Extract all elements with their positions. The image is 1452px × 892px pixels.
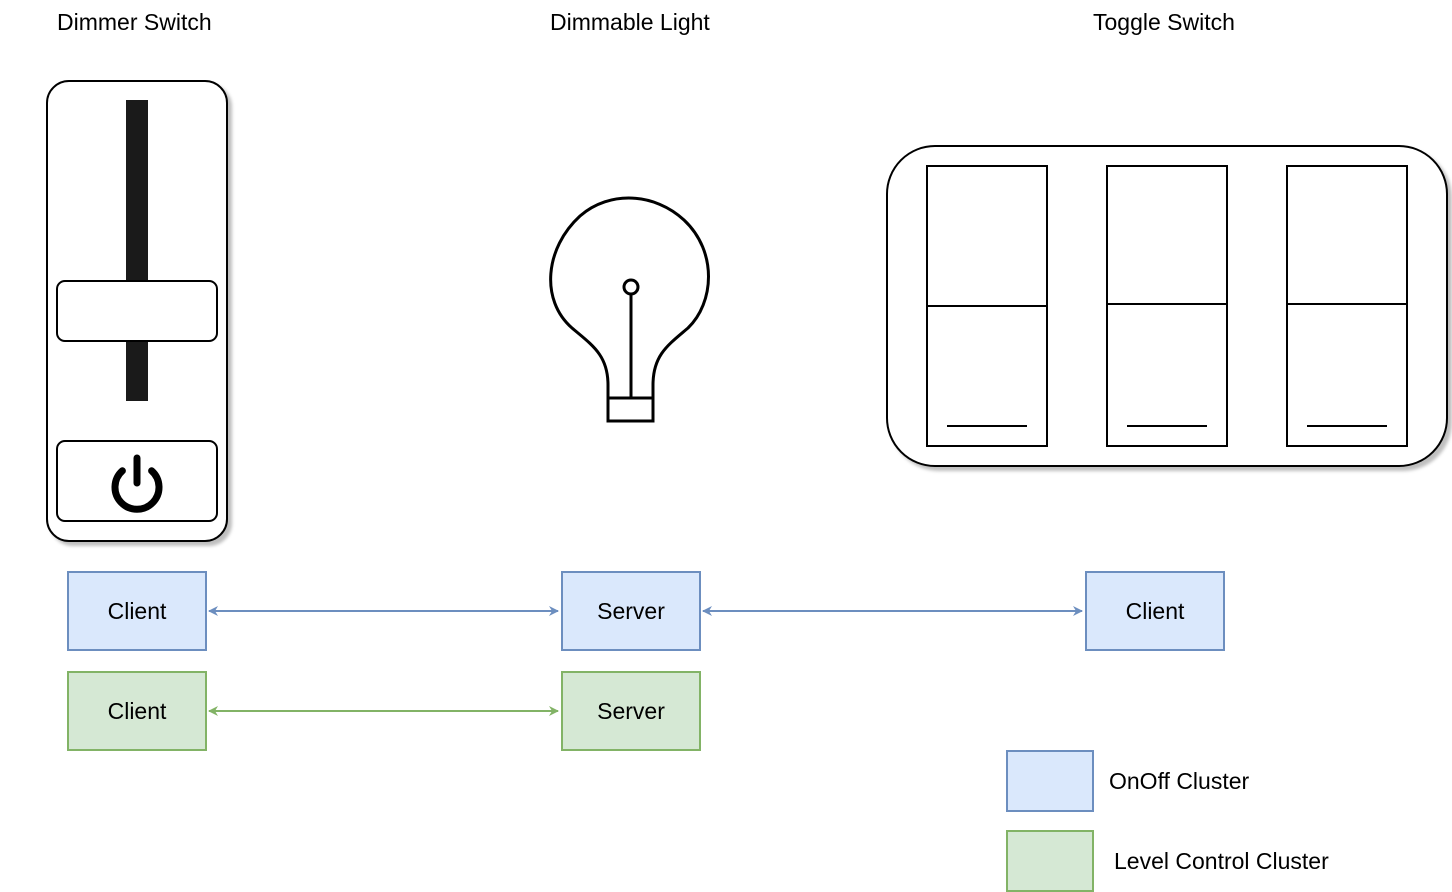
toggle-rocker-1[interactable] [926,165,1048,447]
legend-level-label: Level Control Cluster [1114,848,1329,874]
legend-level-swatch [1006,830,1094,892]
power-icon [111,454,163,513]
toggle-onoff-client: Client [1085,571,1225,651]
slider-track [126,100,148,401]
legend-onoff-label: OnOff Cluster [1109,768,1250,794]
light-bulb-icon [549,196,710,423]
toggle-switch-title: Toggle Switch [1093,9,1235,35]
slider-knob[interactable] [56,280,218,342]
toggle-rocker-2[interactable] [1106,165,1228,447]
light-level-server: Server [561,671,701,751]
toggle-switch-icon [886,145,1448,467]
legend-onoff-swatch [1006,750,1094,812]
dimmer-onoff-client: Client [67,571,207,651]
dimmer-switch-title: Dimmer Switch [57,9,212,35]
dimmer-switch-icon [46,80,228,542]
dimmable-light-title: Dimmable Light [550,9,710,35]
dimmer-level-client: Client [67,671,207,751]
light-onoff-server: Server [561,571,701,651]
toggle-rocker-3[interactable] [1286,165,1408,447]
